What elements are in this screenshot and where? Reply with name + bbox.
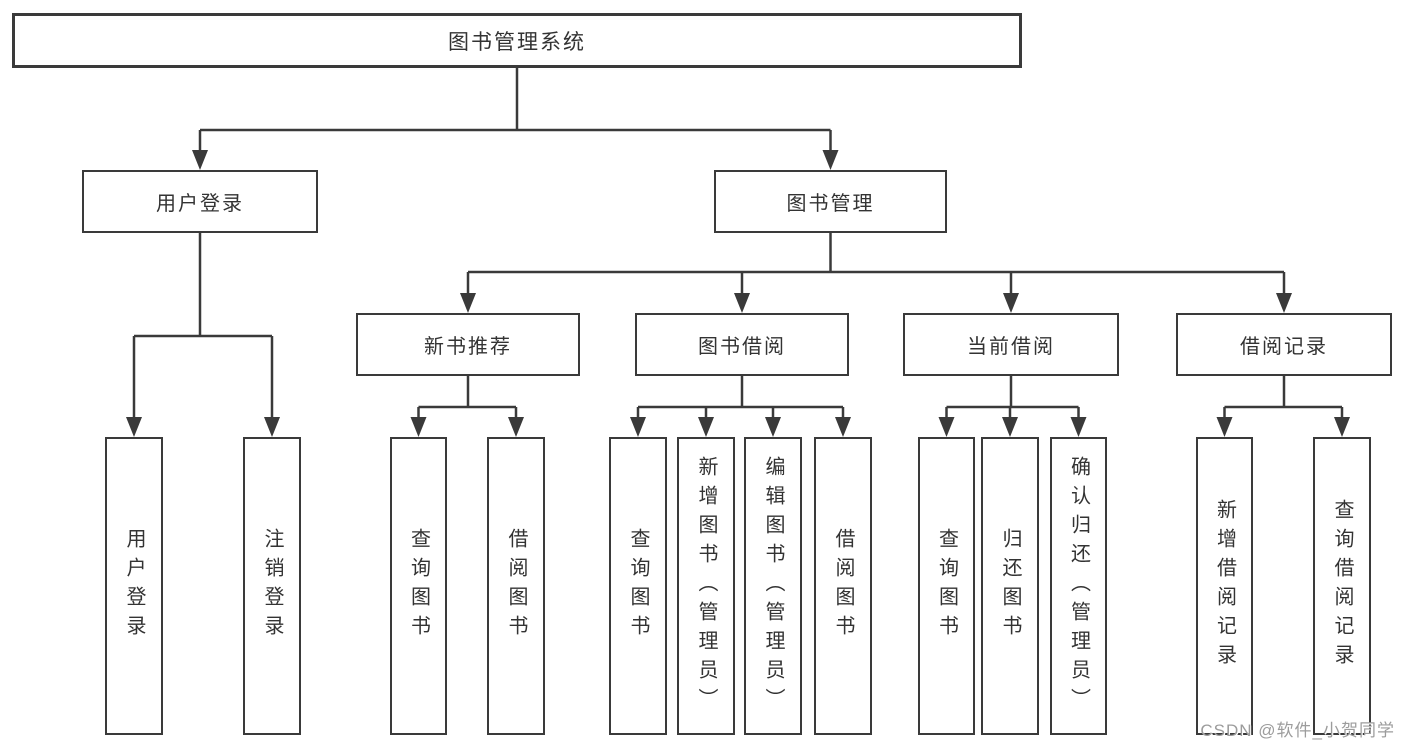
node-add-borrow-record-label: 新增借阅记录 [1213,499,1236,673]
node-confirm-return-admin: 确认归还（管理员） [1050,437,1107,735]
node-query-borrow-record-label: 查询借阅记录 [1331,499,1353,673]
node-borrow-books-1: 借阅图书 [487,437,545,735]
node-borrowing-records: 借阅记录 [1176,313,1392,376]
node-add-book-admin-label: 新增图书（管理员） [695,455,717,717]
node-add-book-admin: 新增图书（管理员） [677,437,735,735]
node-user-login: 用户登录 [82,170,318,233]
node-query-books-1: 查询图书 [390,437,447,735]
node-add-borrow-record: 新增借阅记录 [1196,437,1253,735]
node-library-management-system: 图书管理系统 [12,13,1022,68]
node-query-books-2-label: 查询图书 [627,528,649,644]
node-query-books-2: 查询图书 [609,437,667,735]
node-user-login-leaf: 用户登录 [105,437,163,735]
node-edit-book-admin-label: 编辑图书（管理员） [762,455,784,717]
node-query-books-3-label: 查询图书 [935,528,958,644]
node-logout: 注销登录 [243,437,301,735]
node-logout-label: 注销登录 [261,528,283,644]
node-query-books-1-label: 查询图书 [407,528,430,644]
node-edit-book-admin: 编辑图书（管理员） [744,437,802,735]
csdn-watermark: CSDN @软件_小贺同学 [1200,721,1395,740]
node-confirm-return-admin-label: 确认归还（管理员） [1067,455,1090,717]
node-new-book-recommendation: 新书推荐 [356,313,580,376]
node-query-borrow-record: 查询借阅记录 [1313,437,1371,735]
node-current-borrowing: 当前借阅 [903,313,1119,376]
node-return-books-label: 归还图书 [999,528,1021,644]
node-borrow-books-1-label: 借阅图书 [505,528,527,644]
node-book-management: 图书管理 [714,170,947,233]
node-query-books-3: 查询图书 [918,437,975,735]
node-return-books: 归还图书 [981,437,1039,735]
node-borrow-books-2-label: 借阅图书 [832,528,854,644]
node-user-login-leaf-label: 用户登录 [123,528,145,644]
node-borrow-books-2: 借阅图书 [814,437,872,735]
node-book-borrowing: 图书借阅 [635,313,849,376]
